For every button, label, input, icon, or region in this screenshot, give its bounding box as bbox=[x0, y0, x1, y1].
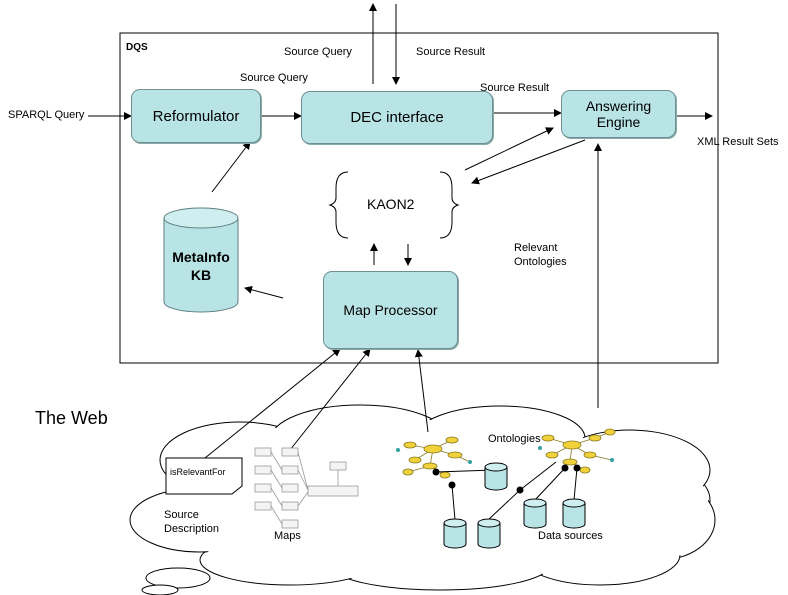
dqs-label: DQS bbox=[126, 42, 148, 53]
dec-interface-box: DEC interface bbox=[301, 91, 493, 144]
relevant-ontologies-label: Relevant Ontologies bbox=[514, 242, 567, 268]
map-processor-label: Map Processor bbox=[343, 302, 438, 318]
sparql-query-label: SPARQL Query bbox=[8, 109, 85, 121]
kaon2-right-brace bbox=[439, 171, 460, 239]
data-source-cylinder bbox=[484, 462, 508, 491]
source-description-label: Source Description bbox=[164, 509, 220, 535]
reformulator-label: Reformulator bbox=[152, 107, 240, 125]
maps-label: Maps bbox=[274, 530, 301, 542]
is-relevant-for-document bbox=[165, 457, 243, 495]
arrow-source-desc-to-map bbox=[204, 348, 341, 459]
source-result-inner-label: Source Result bbox=[480, 82, 550, 94]
data-sources-label: Data sources bbox=[538, 530, 603, 542]
answering-engine-label: Answering Engine bbox=[585, 97, 652, 130]
arrow-map-to-kb bbox=[244, 285, 284, 299]
web-cloud-fill bbox=[132, 407, 713, 588]
data-source-cylinder bbox=[443, 518, 467, 549]
data-source-cylinder bbox=[477, 518, 501, 549]
source-query-outer-label: Source Query bbox=[284, 46, 352, 58]
arrow-kb-to-reformulator bbox=[211, 141, 251, 193]
kaon2-left-brace bbox=[328, 171, 349, 239]
maps-graph bbox=[254, 447, 359, 529]
kaon2-label: KAON2 bbox=[367, 196, 415, 212]
ontologies-label: Ontologies bbox=[488, 433, 541, 445]
cloud-bubble bbox=[145, 567, 211, 589]
xml-result-sets-label: XML Result Sets bbox=[697, 136, 779, 148]
data-source-cylinder bbox=[562, 498, 586, 529]
data-source-dots bbox=[432, 464, 581, 494]
arrow-maps-to-map bbox=[289, 348, 371, 451]
metainfo-kb-cylinder bbox=[163, 207, 239, 313]
metainfo-kb-label: MetaInfo KB bbox=[172, 249, 230, 284]
ontology-graph-right bbox=[538, 428, 616, 474]
answering-engine-box: Answering Engine bbox=[561, 90, 676, 138]
cloud-bubble bbox=[141, 584, 179, 595]
reformulator-box: Reformulator bbox=[131, 89, 261, 143]
data-source-links bbox=[435, 461, 578, 521]
is-relevant-for-label: isRelevantFor bbox=[170, 467, 226, 477]
source-query-inner-label: Source Query bbox=[240, 72, 308, 84]
arrow-kaon-to-answering bbox=[464, 127, 554, 171]
arrow-answering-to-kaon bbox=[471, 139, 586, 185]
source-result-outer-label: Source Result bbox=[416, 46, 486, 58]
dqs-container bbox=[119, 32, 719, 364]
map-processor-box: Map Processor bbox=[323, 271, 458, 349]
the-web-label: The Web bbox=[35, 408, 108, 428]
data-source-cylinder bbox=[523, 498, 547, 529]
dec-interface-label: DEC interface bbox=[350, 109, 444, 126]
arrow-ontologies-to-map bbox=[414, 349, 429, 433]
